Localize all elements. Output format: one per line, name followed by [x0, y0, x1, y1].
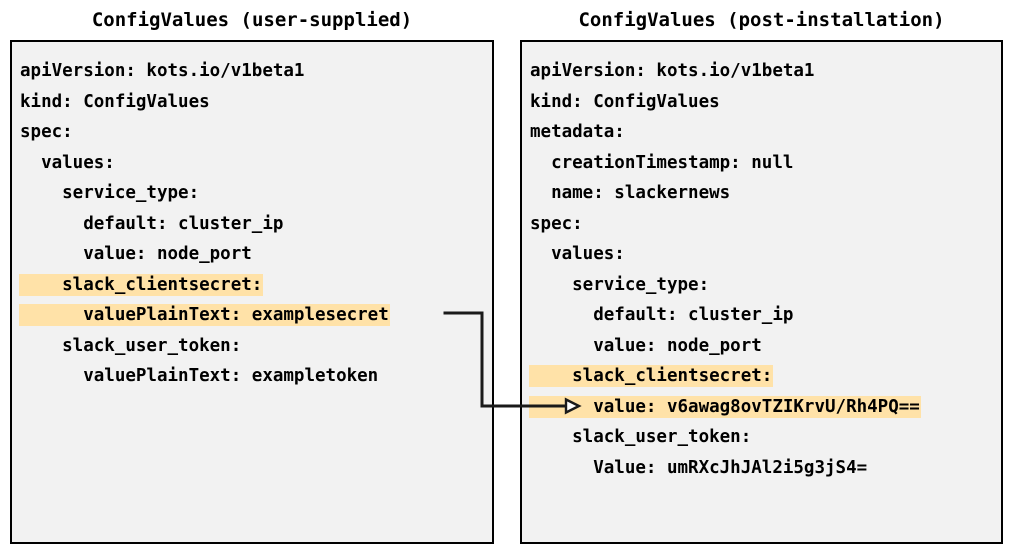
yaml-line-text: slack_user_token:	[20, 335, 242, 356]
yaml-line: service_type:	[12, 178, 492, 209]
yaml-line-text: default: cluster_ip	[530, 305, 794, 325]
yaml-line-text: slack_clientsecret:	[530, 366, 773, 386]
yaml-line-text: creationTimestamp: null	[530, 152, 794, 173]
yaml-line-text: valuePlainText: examplesecret	[20, 305, 389, 325]
yaml-line: value: node_port	[522, 331, 1001, 362]
yaml-line-text: apiVersion: kots.io/v1beta1	[20, 61, 305, 81]
yaml-line: values:	[522, 239, 1001, 270]
yaml-line: valuePlainText: exampletoken	[12, 361, 492, 392]
yaml-line: kind: ConfigValues	[522, 87, 1001, 118]
yaml-line-text: service_type:	[530, 274, 710, 295]
right-code-lines: apiVersion: kots.io/v1beta1 kind: ConfigV…	[522, 56, 1001, 483]
yaml-line: valuePlainText: examplesecret	[12, 300, 492, 331]
yaml-line-text: spec:	[20, 122, 73, 142]
yaml-line: apiVersion: kots.io/v1beta1	[522, 56, 1001, 87]
yaml-line: metadata:	[522, 117, 1001, 148]
yaml-line: creationTimestamp: null	[522, 148, 1001, 179]
yaml-line: spec:	[12, 117, 492, 148]
yaml-line: apiVersion: kots.io/v1beta1	[12, 56, 492, 87]
yaml-line-text: value: node_port	[530, 335, 762, 356]
yaml-line: spec:	[522, 209, 1001, 240]
yaml-line-text: kind: ConfigValues	[530, 91, 720, 112]
yaml-line: name: slackernews	[522, 178, 1001, 209]
yaml-line: slack_user_token:	[522, 422, 1001, 453]
left-configvalues-code-box: apiVersion: kots.io/v1beta1 kind: ConfigV…	[10, 40, 494, 544]
left-code-lines: apiVersion: kots.io/v1beta1 kind: ConfigV…	[12, 56, 492, 392]
yaml-line: slack_clientsecret:	[12, 270, 492, 301]
yaml-line-text: values:	[530, 244, 625, 264]
yaml-line: default: cluster_ip	[522, 300, 1001, 331]
yaml-line-text: slack_user_token:	[530, 427, 752, 447]
right-configvalues-code-box: apiVersion: kots.io/v1beta1 kind: ConfigV…	[520, 40, 1003, 544]
yaml-line: default: cluster_ip	[12, 209, 492, 240]
right-panel-title: ConfigValues (post-installation)	[578, 9, 945, 31]
yaml-line-text: valuePlainText: exampletoken	[20, 366, 379, 386]
yaml-line-text: value: node_port	[20, 244, 252, 264]
yaml-line-text: slack_clientsecret:	[20, 274, 263, 295]
yaml-line-text: apiVersion: kots.io/v1beta1	[530, 61, 815, 81]
yaml-line: Value: umRXcJhJAl2i5g3jS4=	[522, 453, 1001, 484]
yaml-line-text: name: slackernews	[530, 183, 731, 203]
yaml-line: slack_clientsecret:	[522, 361, 1001, 392]
yaml-line-text: value: v6awag8ovTZIKrvU/Rh4PQ==	[530, 396, 920, 417]
yaml-line-text: default: cluster_ip	[20, 213, 284, 234]
yaml-line-text: values:	[20, 152, 115, 173]
left-panel-title: ConfigValues (user-supplied)	[91, 9, 413, 31]
yaml-line-text: service_type:	[20, 183, 200, 203]
yaml-line: slack_user_token:	[12, 331, 492, 362]
yaml-line-text: kind: ConfigValues	[20, 91, 210, 112]
yaml-line-text: spec:	[530, 213, 583, 234]
yaml-line: kind: ConfigValues	[12, 87, 492, 118]
yaml-line: value: node_port	[12, 239, 492, 270]
yaml-line: value: v6awag8ovTZIKrvU/Rh4PQ==	[522, 392, 1001, 423]
yaml-line-text: metadata:	[530, 122, 625, 142]
yaml-line: service_type:	[522, 270, 1001, 301]
yaml-line-text: Value: umRXcJhJAl2i5g3jS4=	[530, 457, 868, 478]
yaml-line: values:	[12, 148, 492, 179]
